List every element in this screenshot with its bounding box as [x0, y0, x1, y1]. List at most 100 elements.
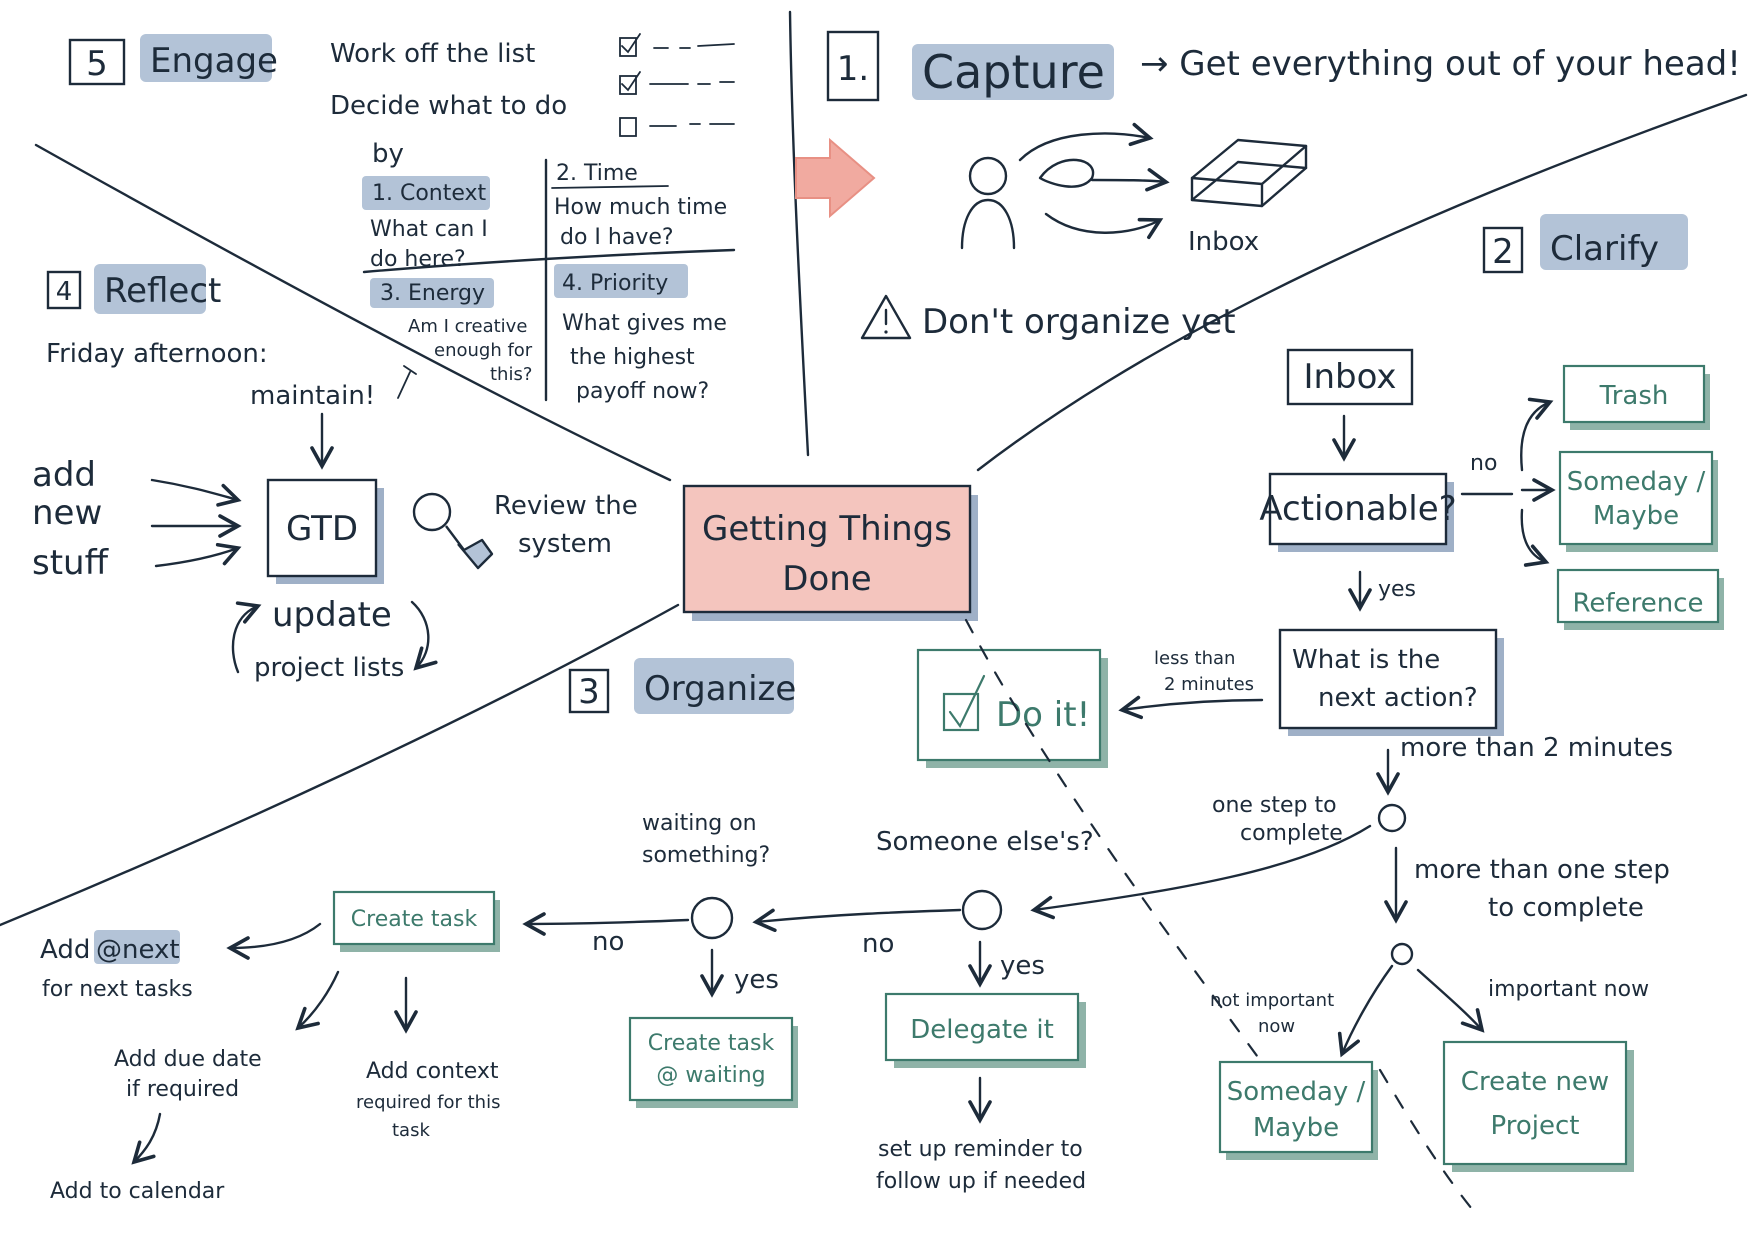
clarify-do-it: Do it!	[996, 695, 1090, 735]
organize-add-next-tag: @next	[96, 935, 180, 965]
clarify-title: Clarify	[1550, 229, 1659, 269]
checkbox-checked-icon	[942, 674, 986, 732]
capture-arrow-top	[1018, 122, 1154, 162]
reflect-update-line1: update	[272, 595, 392, 635]
engage-line2: Decide what to do	[330, 91, 567, 121]
next-action-box	[1278, 628, 1498, 730]
section-reflect: 4 Reflect Friday afternoon: maintain! ad…	[32, 264, 638, 683]
dashed-guide-right	[1378, 1068, 1478, 1216]
engage-grid-horizontal	[362, 248, 736, 274]
checklist-icon	[619, 33, 735, 137]
decision-node-importance	[1390, 942, 1414, 966]
organize-reminder-line2: follow up if needed	[876, 1169, 1086, 1194]
reflect-review-line1: Review the	[494, 491, 638, 521]
reflect-add-line1: add	[32, 455, 96, 495]
clarify-next-action-line1: What is the	[1292, 645, 1440, 675]
reflect-title-highlight	[94, 264, 206, 314]
clarify-one-step-line1: one step to	[1212, 793, 1337, 818]
engage-energy-q3: this?	[490, 364, 532, 385]
clarify-trash: Trash	[1599, 381, 1669, 411]
reflect-add-line2: new	[32, 493, 102, 533]
organize-title: Organize	[644, 669, 796, 709]
magnifier-icon	[412, 492, 494, 570]
reflect-when: Friday afternoon:	[46, 339, 268, 369]
engage-context-q1: What can I	[370, 217, 488, 242]
energy-title-highlight	[370, 278, 494, 308]
clarify-someday-line2: Maybe	[1593, 501, 1679, 531]
arrow-to-reference	[1520, 508, 1550, 567]
dashed-guide-left	[964, 618, 1262, 1062]
clarify-number-box	[1482, 226, 1524, 274]
capture-number: 1.	[837, 49, 869, 89]
engage-title-highlight	[140, 34, 272, 82]
capture-warning: Don't organize yet	[922, 302, 1236, 342]
organize-delegate: Delegate it	[910, 1015, 1054, 1045]
engage-priority-q2: the highest	[570, 345, 695, 370]
engage-title: Engage	[150, 41, 278, 81]
clarify-inbox: Inbox	[1303, 357, 1396, 397]
organize-context-line2: required for this	[356, 1092, 500, 1113]
clarify-more-than-one-line2: to complete	[1488, 893, 1644, 923]
organize-create-task: Create task	[351, 907, 478, 932]
reflect-review-line2: system	[518, 529, 612, 559]
arrow-to-trash	[1520, 397, 1554, 472]
clarify-new-project-line1: Create new	[1461, 1067, 1609, 1097]
clarify-one-step-line2: complete	[1240, 821, 1343, 846]
engage-number-box	[68, 38, 126, 86]
engage-line1: Work off the list	[330, 39, 535, 69]
engage-context-title: 1. Context	[372, 181, 487, 206]
clarify-someday2-line2: Maybe	[1253, 1113, 1339, 1143]
section-capture: 1. Capture → Get everything out of your …	[795, 30, 1741, 342]
engage-number: 5	[86, 44, 108, 84]
capture-title-highlight	[912, 44, 1114, 100]
engage-energy-q1: Am I creative	[408, 316, 527, 337]
reflect-number: 4	[56, 277, 73, 307]
organize-waiting-task-line1: Create task	[648, 1031, 775, 1056]
arrow-to-due-date	[295, 970, 340, 1031]
section-clarify: 2 Clarify Inbox Actionable? no Trash Som…	[916, 214, 1724, 1216]
clarify-important-now: important now	[1488, 977, 1649, 1002]
decision-node-waiting	[690, 896, 734, 940]
organize-waiting-line1: waiting on	[642, 811, 757, 836]
organize-waiting-task-line2: @ waiting	[656, 1063, 765, 1088]
delegate-box	[884, 992, 1080, 1062]
clarify-more-than-one-line1: more than one step	[1414, 855, 1670, 885]
organize-add-next-line2: for next tasks	[42, 977, 193, 1002]
organize-no-2: no	[592, 927, 624, 957]
clarify-yes: yes	[1378, 577, 1416, 602]
arrow-important	[1416, 968, 1485, 1033]
time-title-underline	[551, 185, 669, 189]
center-box: Getting Things Done	[682, 484, 978, 621]
next-tag-highlight	[94, 930, 180, 964]
capture-arrow-icon	[795, 137, 876, 219]
inbox-tray-icon	[1190, 138, 1308, 208]
capture-number-box	[826, 30, 880, 102]
clarify-not-important-line1: not important	[1210, 990, 1334, 1011]
organize-number: 3	[578, 672, 600, 712]
capture-arrow-low	[1044, 212, 1164, 240]
do-it-box	[916, 648, 1102, 762]
engage-by: by	[372, 139, 404, 169]
capture-title: Capture	[922, 45, 1105, 99]
waiting-task-box	[628, 1016, 794, 1102]
gtd-box	[266, 478, 378, 578]
divider-engage-capture	[788, 10, 810, 457]
divider-capture-clarify	[976, 93, 1748, 472]
center-title-line1: Getting Things	[702, 509, 952, 549]
reflect-gtd: GTD	[286, 509, 358, 549]
reference-box	[1556, 568, 1720, 624]
clarify-title-highlight	[1540, 214, 1688, 270]
arrow-waiting-no	[522, 912, 690, 936]
engage-energy-title: 3. Energy	[380, 281, 485, 306]
new-project-box	[1442, 1040, 1628, 1166]
actionable-box	[1268, 472, 1448, 546]
organize-context-line3: task	[392, 1120, 430, 1141]
section-engage: 5 Engage Work off the list Decide what t…	[68, 33, 736, 404]
divider-engage-reflect	[34, 143, 672, 482]
engage-energy-q2: enough for	[434, 340, 533, 361]
clarify-less-than-line2: 2 minutes	[1164, 674, 1254, 695]
organize-reminder-line1: set up reminder to	[878, 1137, 1083, 1162]
arrow-add-3	[154, 542, 242, 568]
organize-yes-1: yes	[1000, 951, 1045, 981]
